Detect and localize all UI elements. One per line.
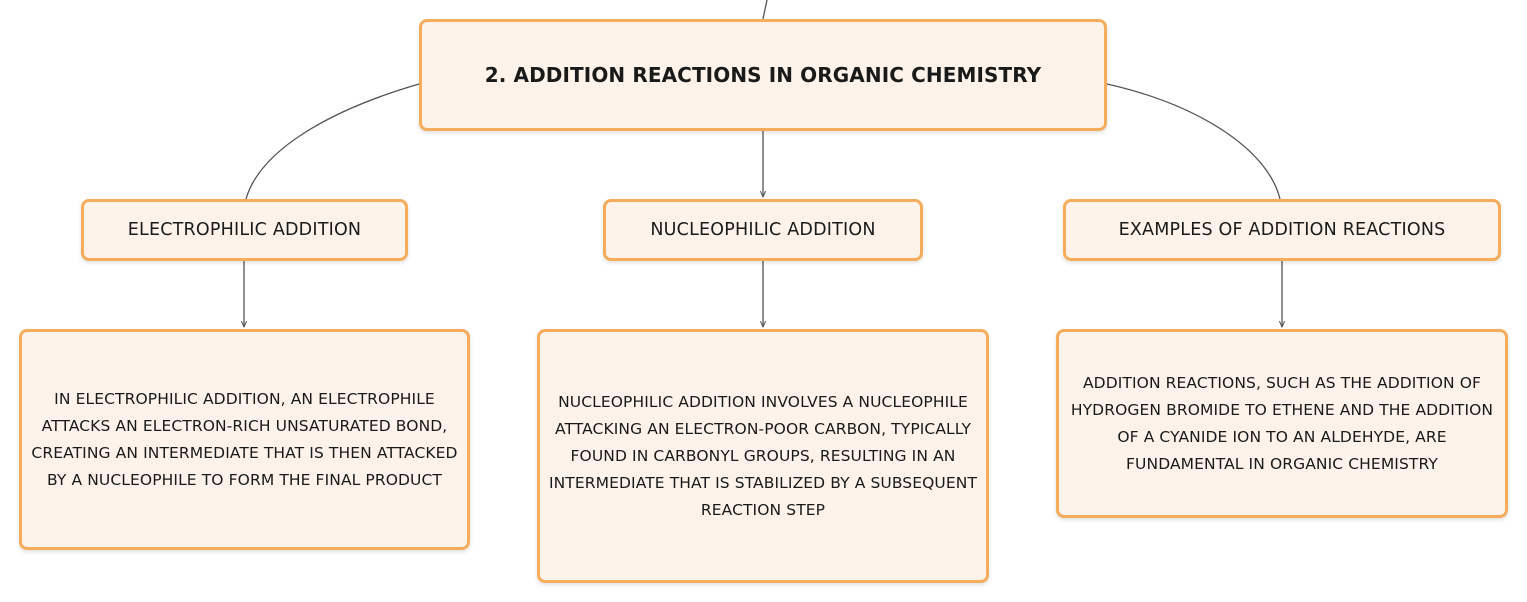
branch-node-label: NUCLEOPHILIC ADDITION — [650, 220, 876, 240]
branch-node-examples[interactable]: EXAMPLES OF ADDITION REACTIONS — [1063, 199, 1501, 261]
branch-node-nucleophilic-addition[interactable]: NUCLEOPHILIC ADDITION — [603, 199, 923, 261]
branch-node-label: ELECTROPHILIC ADDITION — [127, 220, 362, 240]
branch-node-electrophilic-addition[interactable]: ELECTROPHILIC ADDITION — [81, 199, 408, 261]
detail-node-text: ADDITION REACTIONS, SUCH AS THE ADDITION… — [1070, 373, 1494, 473]
connector-root-to-electrophilic — [245, 83, 420, 200]
branch-node-label: EXAMPLES OF ADDITION REACTIONS — [1118, 220, 1446, 240]
detail-node-electrophilic-addition[interactable]: IN ELECTROPHILIC ADDITION, AN ELECTROPHI… — [19, 329, 470, 550]
detail-node-text: IN ELECTROPHILIC ADDITION, AN ELECTROPHI… — [31, 389, 458, 489]
connector-root-to-examples — [1106, 83, 1281, 200]
root-node-label: 2. ADDITION REACTIONS IN ORGANIC CHEMIST… — [484, 63, 1042, 87]
connector-from-parent — [762, 0, 768, 20]
root-node[interactable]: 2. ADDITION REACTIONS IN ORGANIC CHEMIST… — [419, 19, 1107, 131]
detail-node-nucleophilic-addition[interactable]: NUCLEOPHILIC ADDITION INVOLVES A NUCLEOP… — [537, 329, 989, 583]
detail-node-text: NUCLEOPHILIC ADDITION INVOLVES A NUCLEOP… — [548, 392, 978, 519]
detail-node-examples[interactable]: ADDITION REACTIONS, SUCH AS THE ADDITION… — [1056, 329, 1508, 518]
